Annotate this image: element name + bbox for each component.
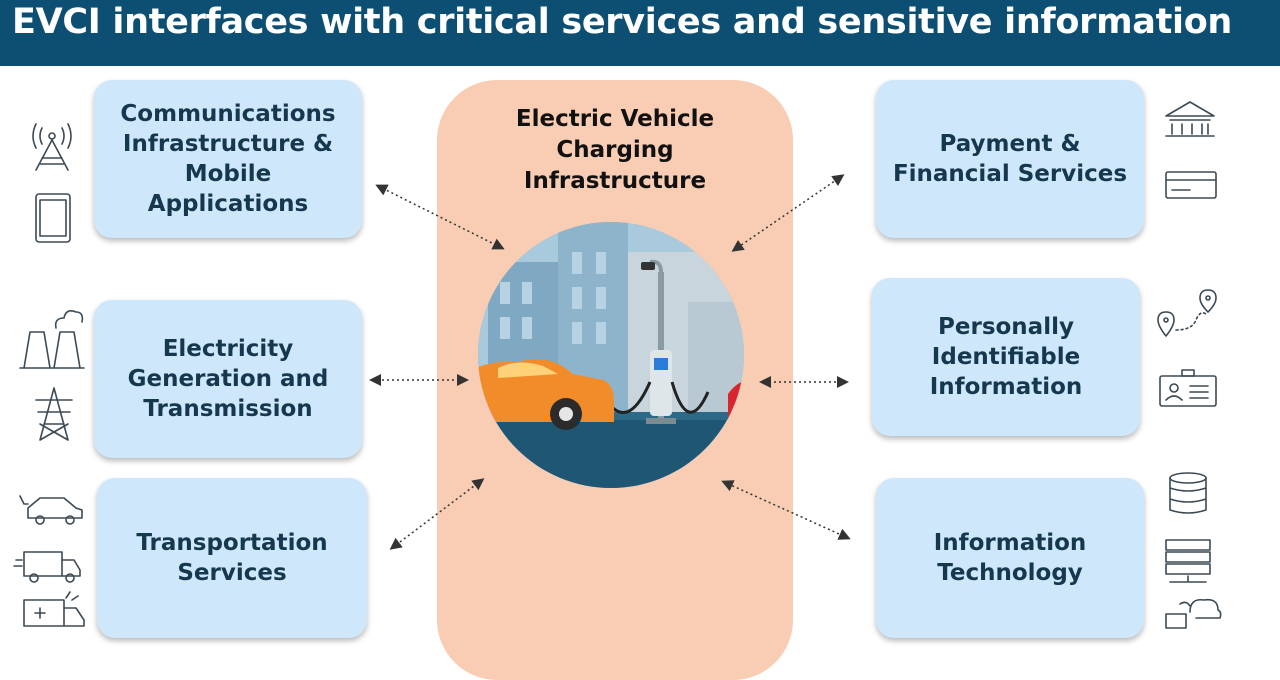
- location-route-icon: [1157, 289, 1217, 337]
- transportation-box: Transportation Services: [97, 478, 367, 638]
- transportation-line-1: Transportation: [136, 530, 328, 556]
- category-icons: [13, 101, 1222, 629]
- cloud-sync-icon: [1165, 598, 1222, 629]
- electric-car-icon: [19, 495, 83, 525]
- arrow-payment: [731, 174, 845, 252]
- delivery-truck-icon: [13, 551, 81, 583]
- it-box: Information Technology: [876, 478, 1144, 638]
- evci-title-line-1: Electric Vehicle: [515, 106, 715, 132]
- page-title: EVCI interfaces with critical services a…: [12, 2, 1233, 42]
- evci-title-line-3: Infrastructure: [523, 168, 707, 194]
- it-line-2: Technology: [937, 560, 1083, 586]
- evci-title: Electric Vehicle Charging Infrastructure: [437, 104, 793, 197]
- database-icon: [1169, 472, 1207, 514]
- payment-box: Payment & Financial Services: [876, 80, 1144, 238]
- communications-line-4: Applications: [147, 191, 309, 217]
- it-line-1: Information: [933, 530, 1087, 556]
- pii-line-1: Personally: [938, 314, 1074, 340]
- ev-charging-scene-illustration: [478, 222, 744, 488]
- ambulance-icon: [23, 591, 85, 627]
- electricity-line-1: Electricity: [162, 336, 294, 362]
- server-icon: [1165, 539, 1211, 583]
- communications-line-1: Communications: [120, 101, 336, 127]
- payment-line-1: Payment &: [939, 131, 1081, 157]
- cell-tower-icon: [32, 123, 72, 171]
- electricity-line-3: Transmission: [143, 396, 313, 422]
- electricity-line-2: Generation and: [127, 366, 329, 392]
- arrow-communications: [375, 184, 505, 250]
- pii-box: Personally Identifiable Information: [872, 278, 1140, 436]
- connector-arrows: [369, 174, 851, 550]
- payment-line-2: Financial Services: [892, 161, 1128, 187]
- header-banner: EVCI interfaces with critical services a…: [0, 0, 1280, 66]
- communications-box: Communications Infrastructure & Mobile A…: [94, 80, 362, 238]
- power-plant-icon: [19, 310, 85, 369]
- pii-line-3: Information: [929, 374, 1083, 400]
- transportation-line-2: Services: [177, 560, 287, 586]
- credit-card-icon: [1165, 171, 1217, 199]
- communications-line-2: Infrastructure &: [122, 131, 334, 157]
- transmission-tower-icon: [35, 387, 73, 441]
- arrow-transportation: [389, 478, 485, 550]
- tablet-icon: [35, 193, 71, 243]
- evci-title-line-2: Charging: [556, 137, 674, 163]
- bank-icon: [1165, 101, 1215, 137]
- pii-line-2: Identifiable: [931, 344, 1081, 370]
- communications-line-3: Mobile: [184, 161, 272, 187]
- electricity-box: Electricity Generation and Transmission: [94, 300, 362, 458]
- id-card-icon: [1159, 369, 1217, 407]
